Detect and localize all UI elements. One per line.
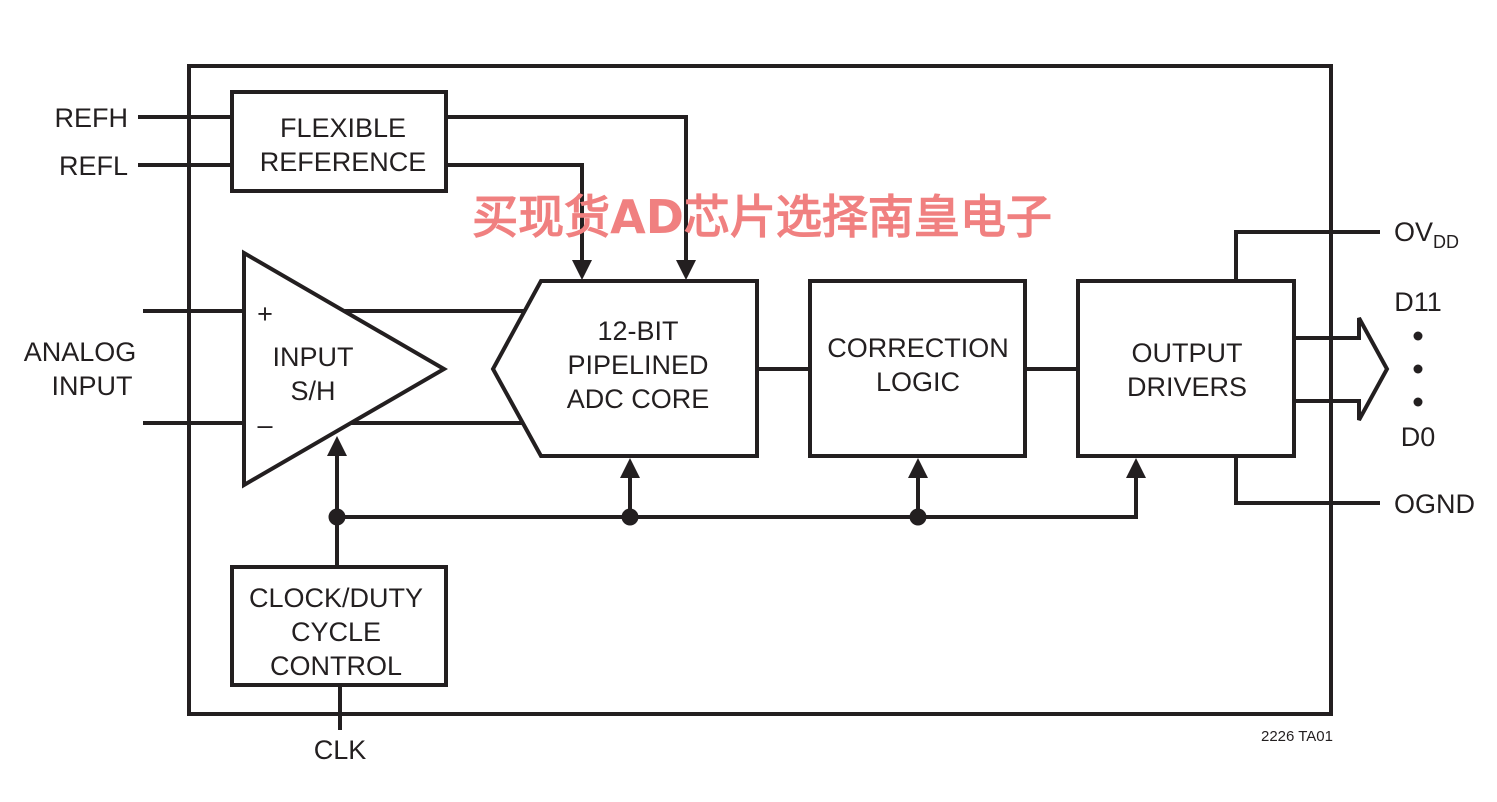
clock-to-adc-arrow <box>620 458 640 478</box>
bus-dot-2 <box>1413 364 1423 374</box>
correction-logic-label-1: CORRECTION <box>827 333 1009 363</box>
clock-junction-adc <box>621 508 639 526</box>
clock-to-drivers-arrow <box>1126 458 1146 478</box>
clock-junction-correction <box>909 508 927 526</box>
refl-label: REFL <box>59 151 128 181</box>
adc-core-label-3: ADC CORE <box>567 384 710 414</box>
clock-duty-label-1: CLOCK/DUTY <box>249 583 423 613</box>
analog-input-label-2: INPUT <box>52 371 133 401</box>
output-drivers-label-2: DRIVERS <box>1127 372 1247 402</box>
correction-logic-label-2: LOGIC <box>876 367 960 397</box>
adc-core-label-1: 12-BIT <box>597 316 678 346</box>
output-bus-arrow <box>1292 317 1390 421</box>
ognd-line <box>1234 456 1380 505</box>
clock-to-correction-arrow <box>908 458 928 478</box>
adc-core-block <box>490 279 759 458</box>
amp-minus-sign: – <box>257 410 272 440</box>
ref-route-inner <box>446 163 584 262</box>
amp-plus-sign: + <box>257 299 273 329</box>
d11-label: D11 <box>1394 287 1442 317</box>
flexible-reference-label-2: REFERENCE <box>260 147 427 177</box>
ognd-label: OGND <box>1394 489 1475 519</box>
clock-duty-label-2: CYCLE <box>291 617 381 647</box>
clock-duty-block <box>230 565 448 687</box>
adc-core-label-2: PIPELINED <box>567 350 708 380</box>
ovdd-label: OVDD <box>1394 217 1459 252</box>
flexible-reference-block <box>230 90 448 193</box>
flexible-reference-label-1: FLEXIBLE <box>280 113 406 143</box>
analog-input-label-1: ANALOG <box>24 337 137 367</box>
clock-bus <box>335 478 1138 566</box>
clk-label: CLK <box>314 735 367 765</box>
clock-junction-sh <box>328 508 346 526</box>
bus-dot-1 <box>1413 331 1423 341</box>
ref-arrow-outer <box>676 260 696 280</box>
refh-label: REFH <box>55 103 129 133</box>
bus-dot-3 <box>1413 397 1423 407</box>
output-drivers-block <box>1076 279 1296 458</box>
chip-outline <box>187 64 1333 716</box>
output-drivers-label-1: OUTPUT <box>1132 338 1243 368</box>
ovdd-main: OV <box>1394 217 1433 247</box>
input-sh-label-2: S/H <box>290 376 335 406</box>
figure-code: 2226 TA01 <box>1261 728 1333 745</box>
clock-to-sh-arrow <box>327 436 347 456</box>
ovdd-line <box>1234 230 1380 281</box>
clock-duty-label-3: CONTROL <box>270 651 402 681</box>
watermark-text: 买现货AD芯片选择南皇电子 <box>472 190 1052 244</box>
input-sh-label-1: INPUT <box>273 342 354 372</box>
ref-route-outer <box>446 115 688 262</box>
ref-arrow-inner <box>572 260 592 280</box>
input-sh-amplifier <box>242 249 448 489</box>
ovdd-subscript: DD <box>1433 232 1459 252</box>
d0-label: D0 <box>1401 422 1436 452</box>
